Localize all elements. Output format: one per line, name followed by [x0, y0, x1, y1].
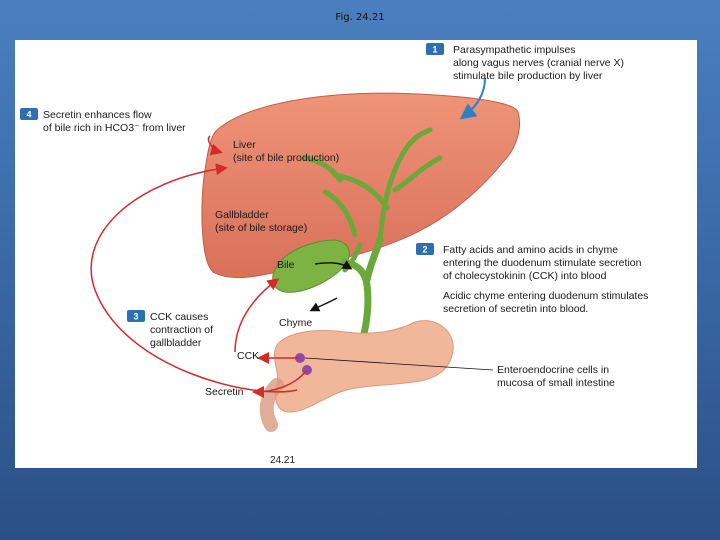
step-3-line-2: contraction of — [150, 324, 213, 336]
secretin-liver-arrow — [207, 135, 223, 156]
cck-gallbladder-arrow — [234, 278, 280, 353]
chyme-flow-arrow — [309, 297, 338, 312]
figure-panel: 1 2 3 4 Parasympathetic impulses along v… — [15, 40, 697, 468]
bile-ducts — [302, 127, 443, 273]
step-2-line-3: of cholecystokinin (CCK) into blood — [443, 270, 607, 282]
step-2-line-4: Acidic chyme entering duodenum stimulate… — [443, 290, 648, 302]
slide-title: Fig. 24.21 — [335, 12, 385, 23]
secretin-label: Secretin — [205, 386, 244, 398]
vagus-arrow — [459, 77, 486, 120]
step-1-line-2: along vagus nerves (cranial nerve X) — [453, 57, 624, 69]
step-badge-4: 4 — [20, 108, 38, 120]
cells-secretin-arrow — [252, 369, 308, 398]
step-badge-3: 3 — [127, 310, 145, 322]
secretin-loop-arrow — [90, 163, 298, 393]
step-1-line-1: Parasympathetic impulses — [453, 44, 576, 56]
step-number-3: 3 — [133, 312, 138, 322]
liver-sublabel: (site of bile production) — [233, 152, 339, 164]
digestive-diagram: 1 2 3 4 Parasympathetic impulses along v… — [20, 43, 648, 466]
chyme-label: Chyme — [279, 317, 312, 329]
figure-number: 24.21 — [270, 455, 295, 466]
bile-label: Bile — [277, 259, 295, 271]
step-number-1: 1 — [432, 45, 437, 55]
step-2-line-2: entering the duodenum stimulate secretio… — [443, 257, 642, 269]
enteroendocrine-leader — [304, 357, 494, 371]
step-2-line-1: Fatty acids and amino acids in chyme — [443, 244, 618, 256]
gallbladder-label: Gallbladder — [215, 209, 269, 221]
bile-flow-arrow — [314, 260, 353, 270]
gallbladder-sublabel: (site of bile storage) — [215, 222, 307, 234]
step-3-line-3: gallbladder — [150, 337, 202, 349]
step-badge-2: 2 — [416, 243, 434, 255]
step-3-line-1: CCK causes — [150, 311, 208, 323]
step-4-line-2: of bile rich in HCO3⁻ from liver — [43, 122, 186, 134]
step-badge-1: 1 — [426, 43, 444, 55]
step-2-line-5: secretion of secretin into blood. — [443, 303, 588, 315]
liver-label: Liver — [233, 139, 256, 151]
step-number-4: 4 — [26, 110, 31, 120]
enteroendocrine-sublabel: mucosa of small intestine — [497, 377, 615, 389]
step-number-2: 2 — [422, 245, 427, 255]
duodenum-shape — [273, 320, 454, 413]
step-1-line-3: stimulate bile production by liver — [453, 70, 603, 82]
cck-label: CCK — [237, 350, 259, 362]
enteroendocrine-label: Enteroendocrine cells in — [497, 364, 609, 376]
step-4-line-1: Secretin enhances flow — [43, 109, 152, 121]
